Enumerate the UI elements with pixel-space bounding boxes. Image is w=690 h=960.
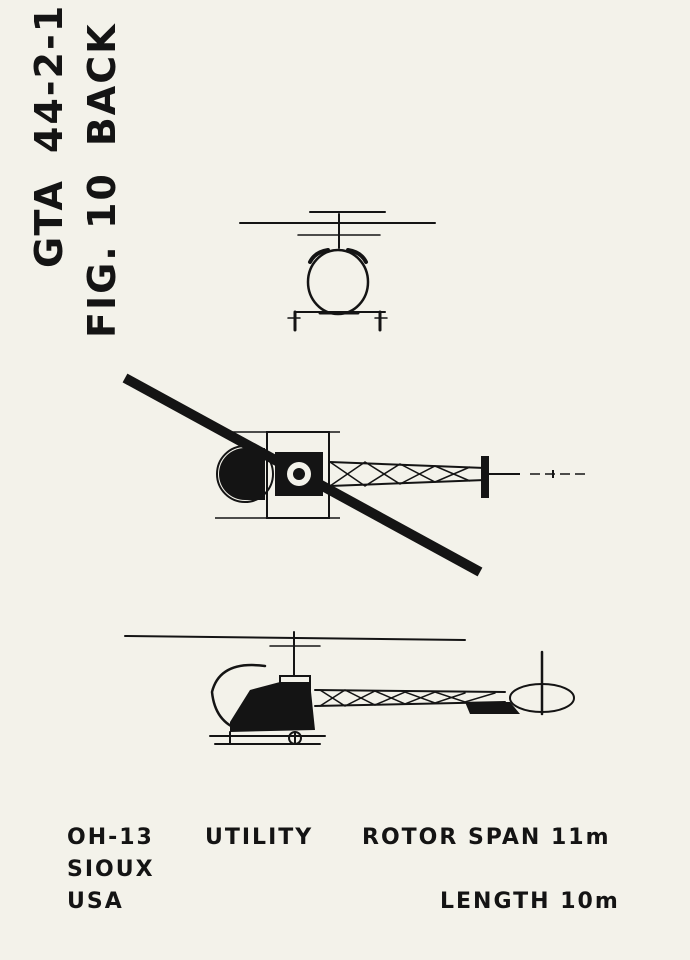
helicopter-top-view bbox=[122, 373, 590, 577]
designation: OH-13 bbox=[67, 825, 154, 850]
rotor-span: ROTOR SPAN 11m bbox=[362, 825, 611, 850]
gta-label: GTA 44-2-1 bbox=[27, 3, 71, 268]
length: LENGTH 10m bbox=[440, 889, 620, 914]
role: UTILITY bbox=[205, 825, 314, 850]
gta-number: 44-2-1 bbox=[27, 3, 71, 154]
helicopter-front-view bbox=[239, 211, 436, 332]
fig-label: FIG. 10 BACK bbox=[80, 22, 124, 338]
card-side: BACK bbox=[80, 22, 124, 147]
helicopter-side-view bbox=[124, 631, 575, 745]
gta-prefix: GTA bbox=[27, 179, 71, 268]
fig-number: FIG. 10 bbox=[80, 172, 124, 338]
country: USA bbox=[67, 889, 124, 914]
aircraft-name: SIOUX bbox=[67, 857, 155, 882]
